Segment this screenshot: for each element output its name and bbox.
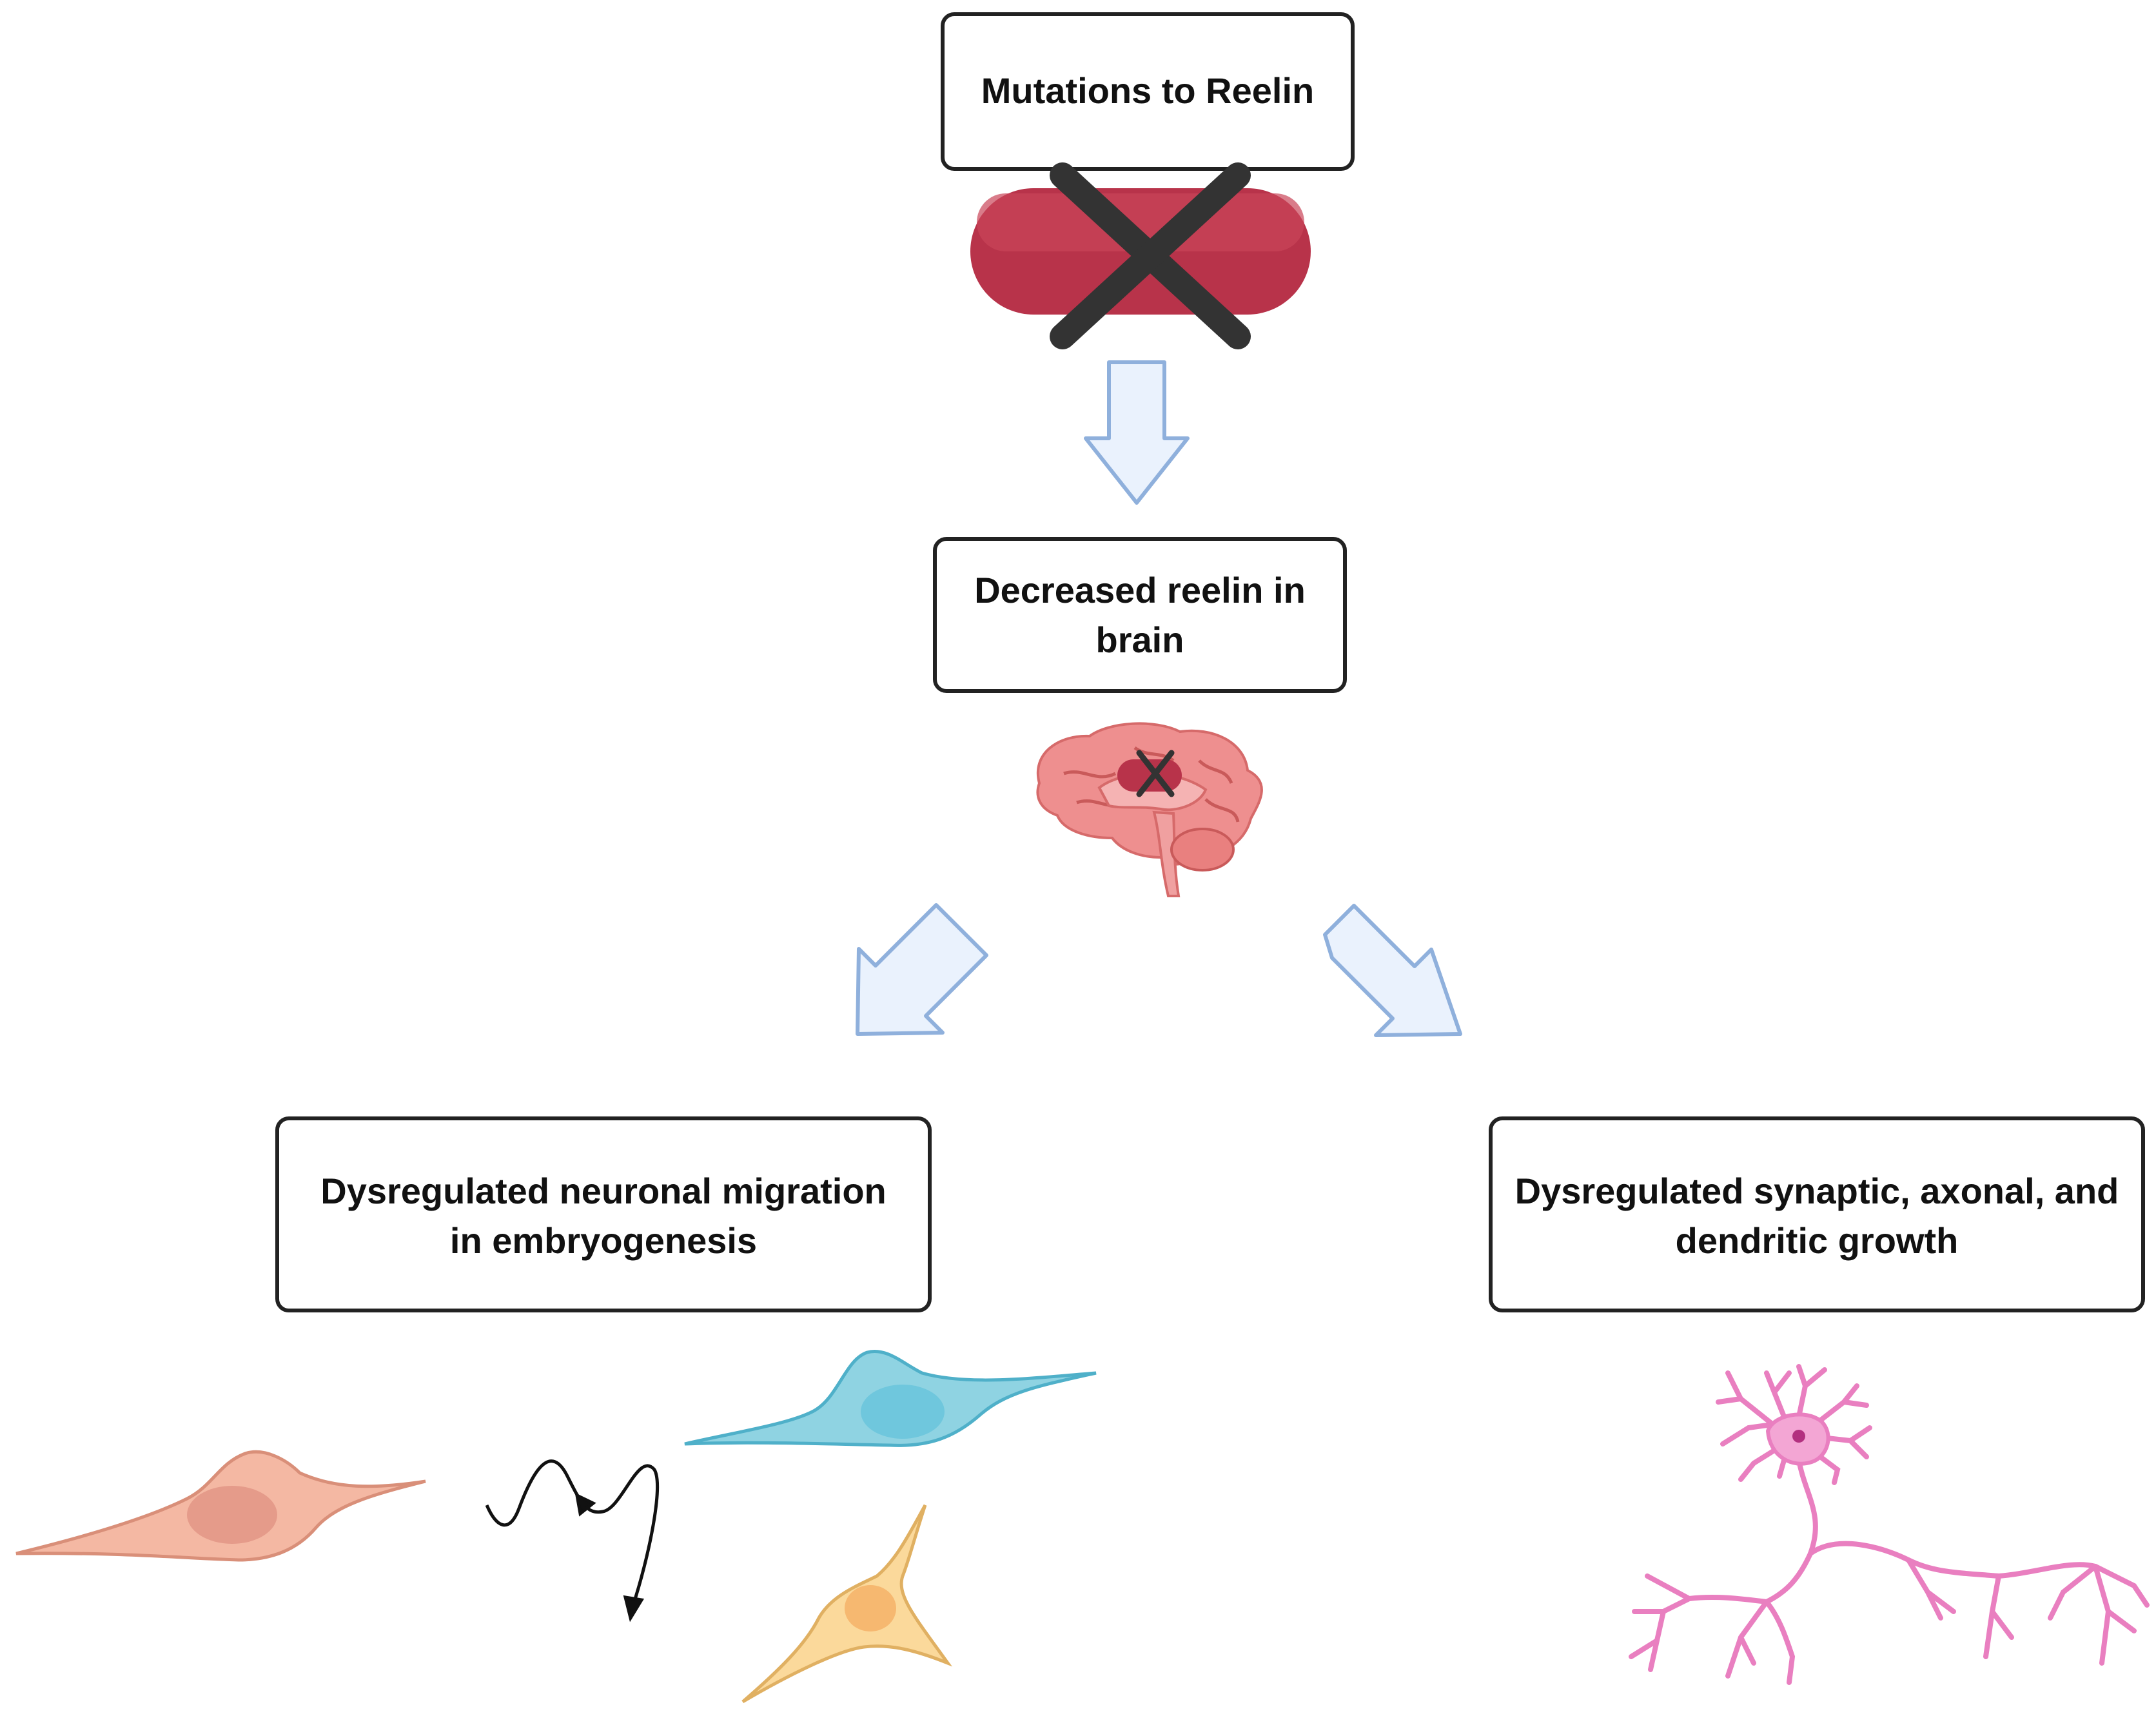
squiggle-arrow-icon [485, 1459, 660, 1622]
arrow-down-icon [1084, 360, 1190, 505]
mutations-box-label: Mutations to Reelin [981, 70, 1314, 111]
decreased-reelin-box: Decreased reelin in brain [933, 537, 1347, 693]
arrow-left-shape [856, 903, 988, 1036]
neuron-icon [1629, 1364, 2150, 1685]
growth-label-line2: dendritic growth [1676, 1220, 1959, 1261]
migrating-cell-icon [741, 1504, 952, 1704]
migration-label-line2: in embryogenesis [450, 1220, 757, 1261]
brain-icon [1036, 722, 1263, 897]
cross-mark-icon [1050, 162, 1251, 349]
mutations-box: Mutations to Reelin [941, 12, 1355, 171]
arrow-down-right-icon [1323, 904, 1462, 1037]
migration-label-line1: Dysregulated neuronal migration [320, 1171, 887, 1211]
growth-label-line1: Dysregulated synaptic, axonal, and [1515, 1171, 2119, 1211]
migrating-cell-icon [684, 1350, 1097, 1447]
decreased-reelin-label-line2: brain [1096, 619, 1184, 660]
migrating-cell-icon [15, 1450, 426, 1562]
decreased-reelin-label-line1: Decreased reelin in [974, 570, 1306, 610]
migration-box: Dysregulated neuronal migration in embry… [275, 1116, 932, 1312]
growth-box: Dysregulated synaptic, axonal, and dendr… [1489, 1116, 2145, 1312]
